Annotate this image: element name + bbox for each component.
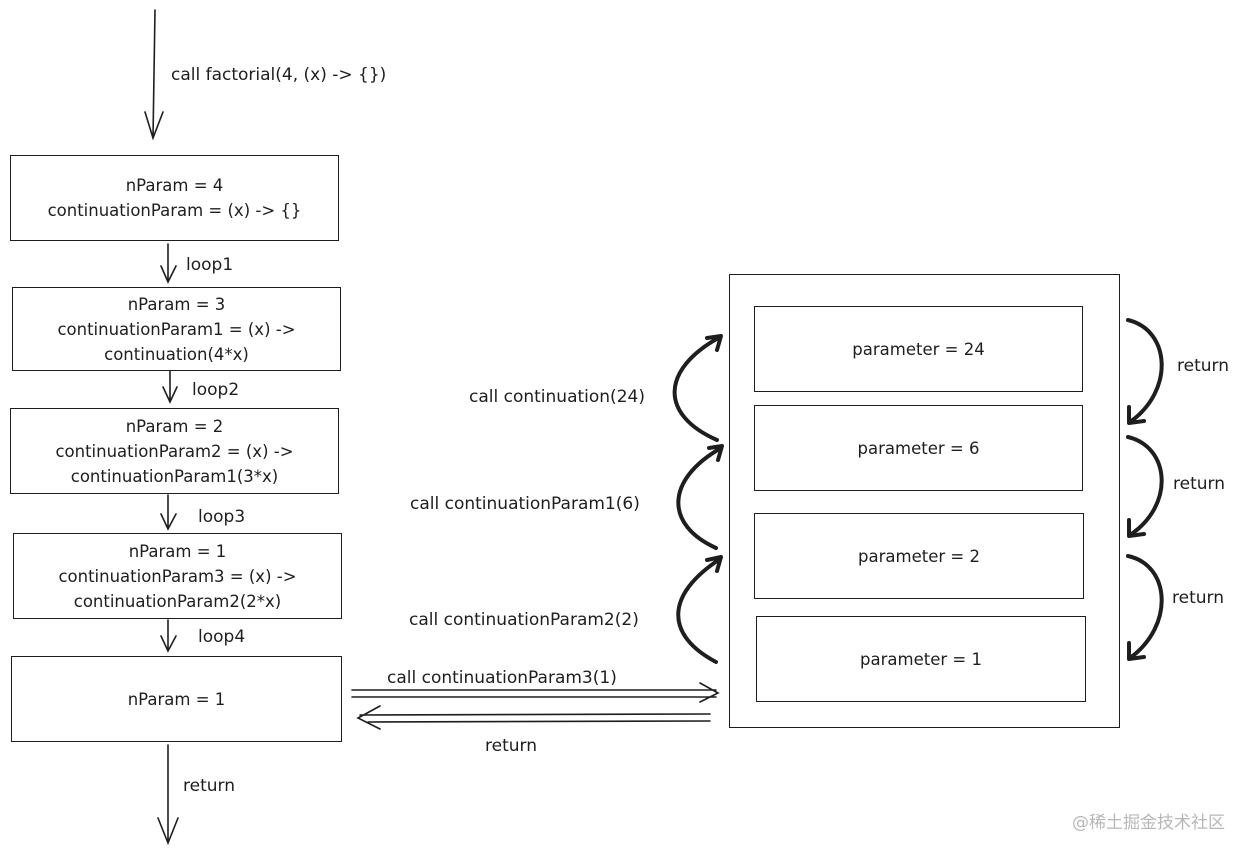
- frame-1-line-1: nParam = 4: [125, 176, 224, 195]
- call-arrow-6: [676, 444, 724, 550]
- frame-box-4: nParam = 1 continuationParam3 = (x) -> c…: [13, 533, 342, 619]
- loop2-arrow: [162, 370, 178, 404]
- bottom-return-label: return: [183, 776, 235, 796]
- call-cont3-label: call continuationParam3(1): [387, 668, 617, 688]
- return-arrow-3: [1126, 554, 1164, 661]
- return-label-2: return: [1173, 474, 1225, 494]
- param-box-6: parameter = 6: [754, 405, 1083, 491]
- frame-2-line-3: continuation(4*x): [104, 344, 249, 364]
- frame-3-line-2: continuationParam2 = (x) ->: [55, 441, 294, 461]
- param-box-1: parameter = 1: [756, 616, 1086, 702]
- return-label-3: return: [1172, 588, 1224, 608]
- frame-box-3: nParam = 2 continuationParam2 = (x) -> c…: [10, 408, 339, 494]
- param-24-text: parameter = 24: [852, 339, 985, 359]
- frame-4-line-2: continuationParam3 = (x) ->: [58, 566, 297, 586]
- frame-box-5: nParam = 1: [11, 656, 342, 742]
- return-arrow-2: [1126, 435, 1164, 538]
- param-box-2: parameter = 2: [754, 513, 1084, 599]
- frame-1-line-2: continuationParam = (x) -> {}: [47, 201, 302, 220]
- loop1-arrow: [160, 243, 177, 284]
- frame-4-line-1: nParam = 1: [128, 541, 227, 561]
- return-back-label: return: [485, 736, 537, 756]
- loop2-label: loop2: [192, 380, 240, 400]
- param-1-text: parameter = 1: [860, 649, 982, 669]
- frame-2-line-2: continuationParam1 = (x) ->: [57, 319, 296, 339]
- call-arrow-24: [672, 334, 723, 442]
- call-cont3-arrow: [351, 682, 720, 703]
- param-box-24: parameter = 24: [754, 306, 1083, 392]
- frame-3-line-3: continuationParam1(3*x): [70, 466, 279, 486]
- call-continuation-24-label: call continuation(24): [469, 387, 645, 407]
- frame-5-line-1: nParam = 1: [127, 689, 226, 709]
- return-label-1: return: [1177, 356, 1229, 376]
- frame-box-1: nParam = 4 continuationParam = (x) -> {}: [10, 155, 339, 241]
- frame-box-2: nParam = 3 continuationParam1 = (x) -> c…: [12, 287, 341, 371]
- param-2-text: parameter = 2: [858, 546, 980, 566]
- frame-3-line-1: nParam = 2: [125, 416, 224, 436]
- loop4-arrow: [160, 619, 177, 653]
- loop3-label: loop3: [198, 507, 246, 527]
- entry-arrow: [144, 9, 164, 141]
- loop3-arrow: [160, 494, 177, 531]
- loop4-label: loop4: [198, 627, 246, 647]
- bottom-return-arrow: [157, 744, 179, 846]
- frame-2-line-1: nParam = 3: [127, 294, 226, 314]
- call-continuation-param1-label: call continuationParam1(6): [410, 494, 640, 514]
- return-arrow-1: [1126, 318, 1164, 425]
- loop1-label: loop1: [186, 255, 234, 275]
- param-6-text: parameter = 6: [857, 438, 980, 458]
- watermark: @稀土掘金技术社区: [1072, 813, 1225, 833]
- call-continuation-param2-label: call continuationParam2(2): [409, 610, 639, 630]
- call-arrow-2: [676, 555, 723, 664]
- top-call-label: call factorial(4, (x) -> {}): [171, 65, 387, 85]
- frame-4-line-3: continuationParam2(2*x): [73, 591, 282, 611]
- return-back-arrow: [356, 705, 711, 730]
